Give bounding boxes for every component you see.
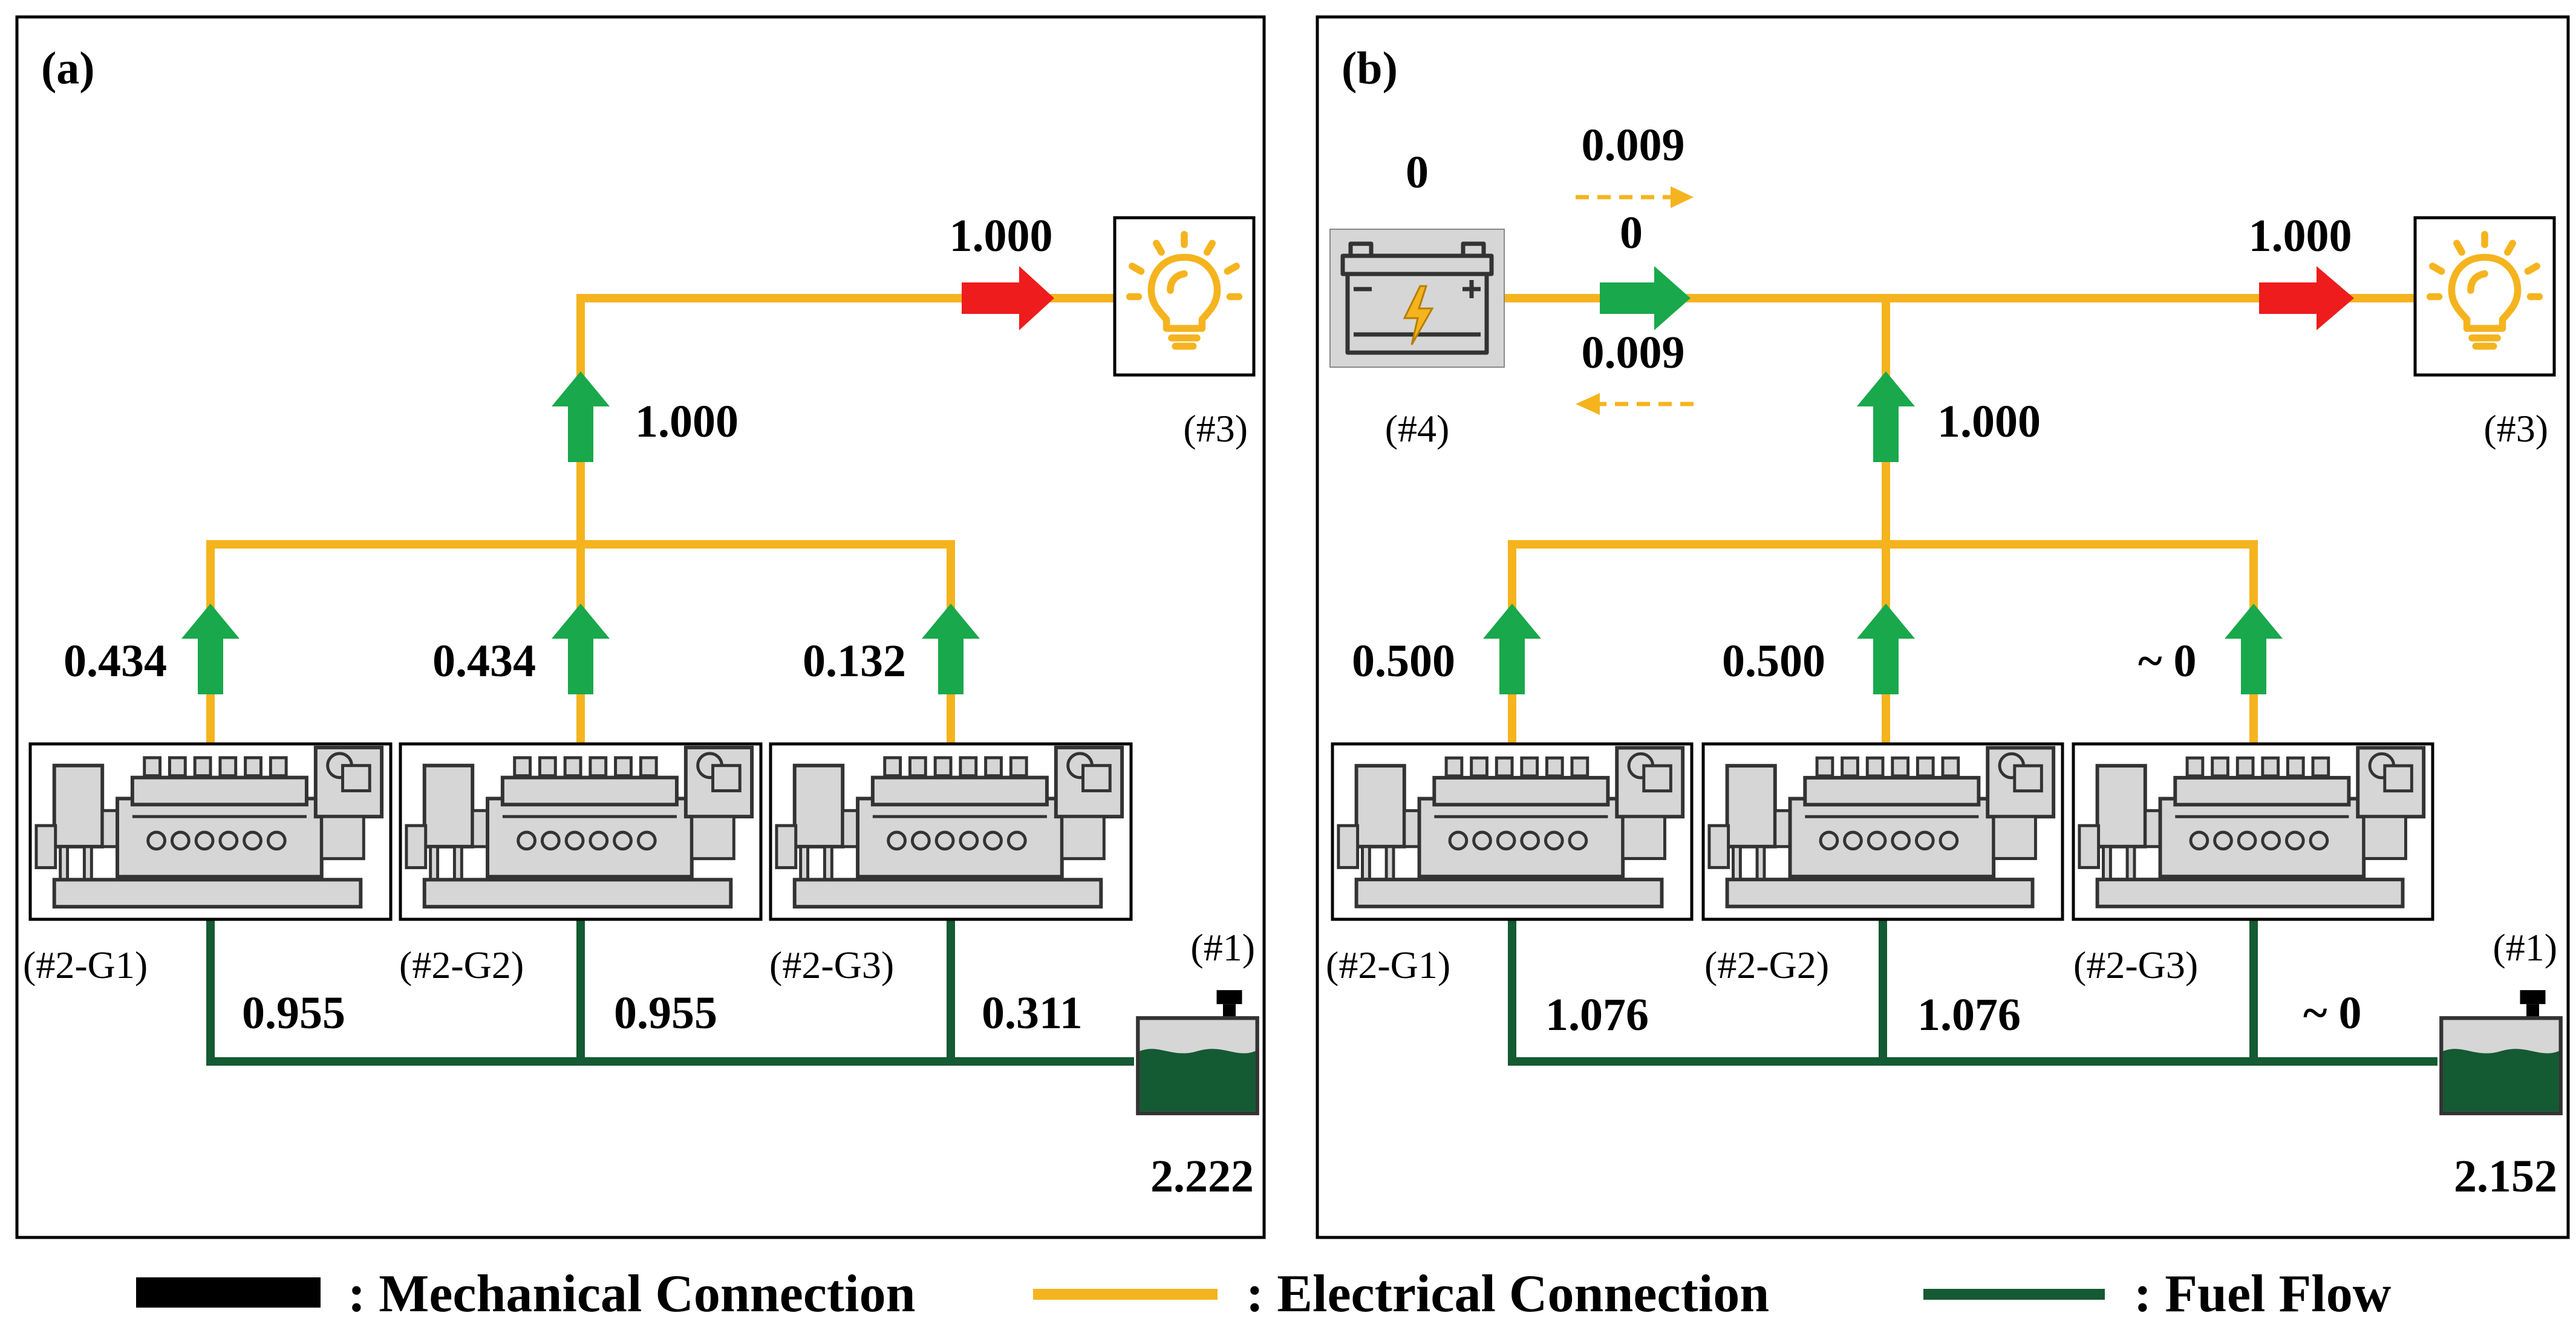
charge-arrow: [1576, 186, 1694, 208]
gen3-id: (#2-G3): [769, 944, 894, 986]
engine-generator-icon: [1709, 748, 2053, 906]
gen1-id: (#2-G1): [1326, 944, 1450, 986]
gen1-power-value: 0.434: [64, 636, 167, 686]
legend-electrical-label: : Electrical Connection: [1246, 1265, 1769, 1323]
gen3-id: (#2-G3): [2073, 944, 2198, 986]
load-flow-arrow: [962, 266, 1054, 330]
gen2-id: (#2-G2): [399, 944, 524, 986]
fuel-lines-a: [206, 919, 1134, 1066]
legend: : Mechanical Connection : Electrical Con…: [136, 1265, 2392, 1323]
engine-generator-icon: [36, 748, 382, 907]
gen2-flow-arrow: [1857, 604, 1915, 694]
load-id: (#3): [2483, 407, 2548, 450]
bus-value: 1.000: [635, 396, 739, 447]
battery-flow-value: 0: [1620, 207, 1643, 258]
panel-a-frame: [15, 15, 1266, 1239]
discharge-value: 0.009: [1582, 327, 1685, 378]
bus-value: 1.000: [1937, 396, 2041, 447]
engine-generator-icon: [1339, 748, 1683, 906]
legend-fuel-label: : Fuel Flow: [2134, 1265, 2392, 1323]
tank-id: (#1): [2493, 926, 2557, 969]
fuel-tank-icon: [2441, 990, 2560, 1113]
load-value: 1.000: [950, 210, 1053, 261]
gen3-flow-arrow: [922, 604, 980, 694]
tank-value: 2.152: [2454, 1151, 2557, 1202]
gen1-flow-arrow: [1483, 604, 1541, 694]
gen2-flow-arrow: [552, 604, 610, 694]
charge-value: 0.009: [1582, 120, 1685, 171]
gen3-fuel-value: 0.311: [982, 988, 1083, 1038]
engine-generator-icon: [2079, 748, 2424, 906]
panel-a-tag: (a): [41, 43, 95, 94]
tank-id: (#1): [1190, 926, 1255, 969]
panel-b: (b) 0 (#4) 0.009 0.009 0: [1316, 15, 2570, 1239]
battery-id: (#4): [1385, 407, 1450, 450]
load-id: (#3): [1183, 407, 1248, 450]
fuel-tank-icon: [1138, 990, 1257, 1113]
bus-flow-arrow: [552, 371, 610, 462]
electrical-lines-a: [206, 294, 1122, 751]
gen1-id: (#2-G1): [23, 944, 148, 986]
engine-generator-icon: [406, 748, 752, 907]
panel-b-tag: (b): [1342, 43, 1398, 94]
gen3-power-value: 0.132: [803, 636, 906, 686]
gen1-power-value: 0.500: [1352, 636, 1455, 686]
panel-a: (a) (#3) (#1) 1: [15, 15, 1266, 1239]
tank-value: 2.222: [1150, 1151, 1254, 1202]
gen2-id: (#2-G2): [1704, 944, 1829, 986]
gen1-fuel-value: 0.955: [242, 988, 345, 1038]
panel-b-frame: [1316, 15, 2570, 1239]
discharge-arrow: [1576, 393, 1694, 415]
gen3-flow-arrow: [2225, 604, 2283, 694]
gen1-flow-arrow: [181, 604, 240, 694]
gen2-fuel-value: 0.955: [614, 988, 717, 1038]
gen1-fuel-value: 1.076: [1545, 989, 1649, 1040]
load-value: 1.000: [2249, 210, 2352, 261]
gen2-power-value: 0.434: [432, 636, 536, 686]
battery-value: 0: [1406, 147, 1429, 198]
battery-flow-arrow: [1600, 266, 1691, 330]
gen3-fuel-value: ~ 0: [2303, 988, 2362, 1038]
battery-icon: [1329, 229, 1505, 368]
fuel-lines-b: [1508, 919, 2437, 1066]
legend-mechanical-swatch: [136, 1277, 321, 1308]
gen2-fuel-value: 1.076: [1917, 989, 2021, 1040]
gen3-power-value: ~ 0: [2138, 636, 2197, 686]
legend-mechanical-label: : Mechanical Connection: [348, 1265, 916, 1323]
gen2-power-value: 0.500: [1722, 636, 1825, 686]
load-flow-arrow: [2259, 266, 2354, 330]
engine-generator-icon: [777, 748, 1122, 907]
bus-flow-arrow: [1857, 371, 1915, 462]
